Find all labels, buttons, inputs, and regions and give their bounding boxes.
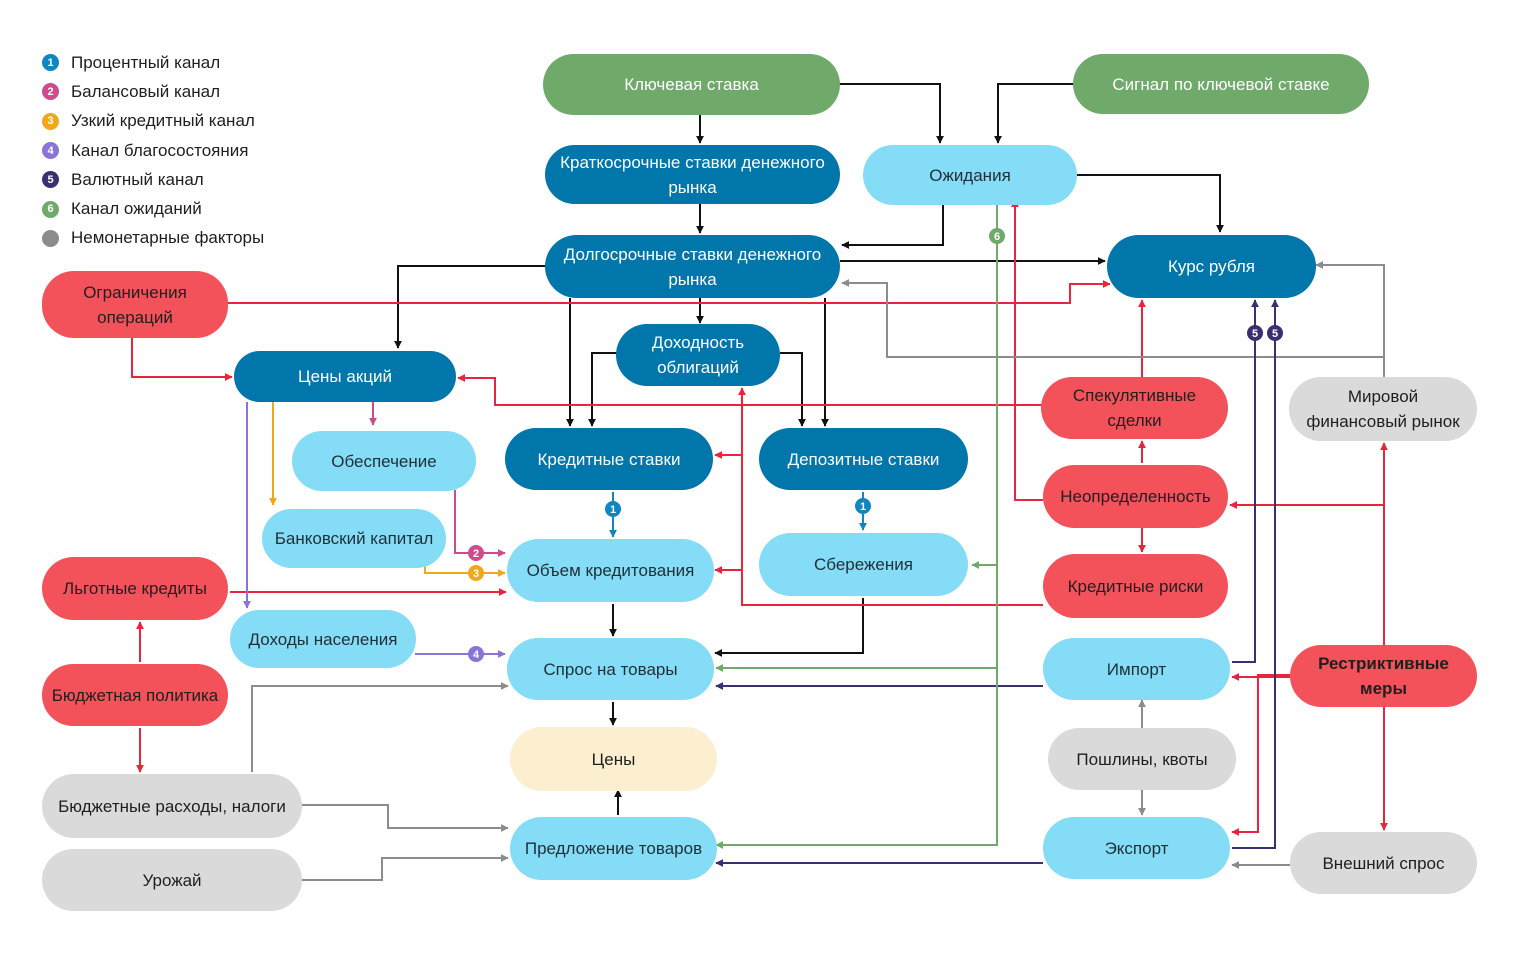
arrow: [1077, 174, 1224, 233]
deposit-rates-node: Депозитные ставки: [759, 428, 968, 490]
arrow: [841, 205, 944, 249]
credit-risks-node: Кредитные риски: [1043, 554, 1228, 618]
channel-1-badge-icon: [605, 501, 621, 517]
arrow: [841, 279, 1384, 358]
bank-capital-node: Банковский капитал: [262, 509, 446, 568]
expectations-node: Ожидания: [863, 145, 1077, 205]
legend-item: 4 Канал благосостояния: [42, 136, 264, 165]
svg-text:5: 5: [1272, 328, 1278, 340]
lending-volume-node: Объем кредитования: [507, 539, 714, 602]
arrow: [1315, 261, 1385, 377]
svg-text:3: 3: [473, 568, 479, 580]
legend-label: Балансовый канал: [71, 81, 221, 101]
legend-item: 2 Балансовый канал: [42, 77, 264, 106]
arrow: [302, 854, 509, 881]
harvest-node: Урожай: [42, 849, 302, 911]
arrow: [715, 660, 998, 849]
arrow: [394, 265, 545, 349]
legend-badge-icon: 1: [42, 54, 59, 72]
svg-text:5: 5: [1252, 328, 1258, 340]
legend-badge-icon: [42, 229, 59, 247]
arrow: [588, 352, 618, 427]
bond-yield-node: Доходность облигаций: [616, 324, 780, 386]
legend-label: Немонетарные факторы: [71, 228, 265, 248]
legend-badge-icon: 3: [42, 112, 59, 130]
arrow: [1011, 199, 1043, 501]
legend-item: 5 Валютный канал: [42, 165, 264, 194]
arrow: [738, 387, 1043, 606]
legend-label: Канал ожиданий: [71, 199, 202, 219]
legend-label: Валютный канал: [71, 169, 204, 189]
ruble-rate-node: Курс рубля: [1107, 235, 1316, 298]
duties-quotas-node: Пошлины, квоты: [1048, 728, 1236, 790]
legend: 1 Процентный канал 2 Балансовый канал 3 Узк…: [42, 48, 264, 253]
legend-badge-icon: 5: [42, 171, 59, 189]
legend-item: 6 Канал ожиданий: [42, 194, 264, 223]
arrow: [1231, 674, 1290, 836]
arrow: [994, 83, 1075, 144]
legend-item: 1 Процентный канал: [42, 48, 264, 77]
svg-text:6: 6: [994, 231, 1000, 243]
stock-prices-node: Цены акций: [234, 351, 456, 402]
channel-4-badge-icon: [468, 646, 484, 662]
channel-6-badge-icon: [989, 228, 1005, 244]
exports-node: Экспорт: [1043, 817, 1230, 879]
subsidized-loans-node: Льготные кредиты: [42, 557, 228, 620]
arrow: [714, 598, 864, 657]
arrow: [1232, 299, 1279, 849]
arrow: [454, 490, 506, 557]
svg-text:1: 1: [860, 501, 866, 513]
credit-rates-node: Кредитные ставки: [505, 428, 713, 490]
svg-text:1: 1: [610, 504, 616, 516]
arrow: [457, 374, 1043, 406]
arrow: [1232, 299, 1259, 663]
arrow: [971, 205, 998, 569]
imports-node: Импорт: [1043, 638, 1230, 700]
short-rates-node: Краткосрочные ставки денежного рынка: [545, 145, 840, 204]
restrictive-measures-node: Рестриктивные меры: [1290, 645, 1477, 707]
channel-3-badge-icon: [468, 565, 484, 581]
key-rate-node: Ключевая ставка: [543, 54, 840, 115]
svg-text:4: 4: [473, 649, 480, 661]
uncertainty-node: Неопределенность: [1043, 465, 1228, 528]
operation-limits-node: Ограничения операций: [42, 271, 228, 338]
long-rates-node: Долгосрочные ставки денежного рынка: [545, 235, 840, 298]
arrow: [302, 804, 509, 832]
legend-label: Узкий кредитный канал: [71, 111, 255, 131]
external-demand-node: Внешний спрос: [1290, 832, 1477, 894]
channel-1-badge-icon: [855, 498, 871, 514]
arrow: [131, 338, 233, 381]
key-rate-signal-node: Сигнал по ключевой ставке: [1073, 54, 1369, 114]
speculative-deals-node: Спекулятивные сделки: [1041, 377, 1228, 439]
prices-node: Цены: [510, 727, 717, 791]
budget-policy-node: Бюджетная политика: [42, 664, 228, 726]
goods-demand-node: Спрос на товары: [507, 638, 714, 700]
world-market-node: Мировой финансовый рынок: [1289, 377, 1477, 441]
arrow: [228, 280, 1111, 304]
legend-item: 3 Узкий кредитный канал: [42, 107, 264, 136]
goods-supply-node: Предложение товаров: [510, 817, 717, 880]
svg-text:2: 2: [473, 548, 479, 560]
channel-5-badge-icon: [1247, 325, 1263, 341]
channel-5-badge-icon: [1267, 325, 1283, 341]
arrow: [780, 352, 806, 427]
legend-badge-icon: 2: [42, 83, 59, 101]
legend-label: Канал благосостояния: [71, 140, 249, 160]
budget-spending-node: Бюджетные расходы, налоги: [42, 774, 302, 838]
arrow: [251, 682, 509, 772]
arrow: [838, 83, 944, 144]
legend-label: Процентный канал: [71, 52, 221, 72]
savings-node: Сбережения: [759, 533, 968, 596]
legend-badge-icon: 6: [42, 200, 59, 218]
household-income-node: Доходы населения: [230, 610, 416, 668]
collateral-node: Обеспечение: [292, 431, 476, 491]
channel-2-badge-icon: [468, 545, 484, 561]
legend-badge-icon: 4: [42, 142, 59, 160]
legend-item: Немонетарные факторы: [42, 224, 264, 253]
arrow: [424, 565, 506, 577]
